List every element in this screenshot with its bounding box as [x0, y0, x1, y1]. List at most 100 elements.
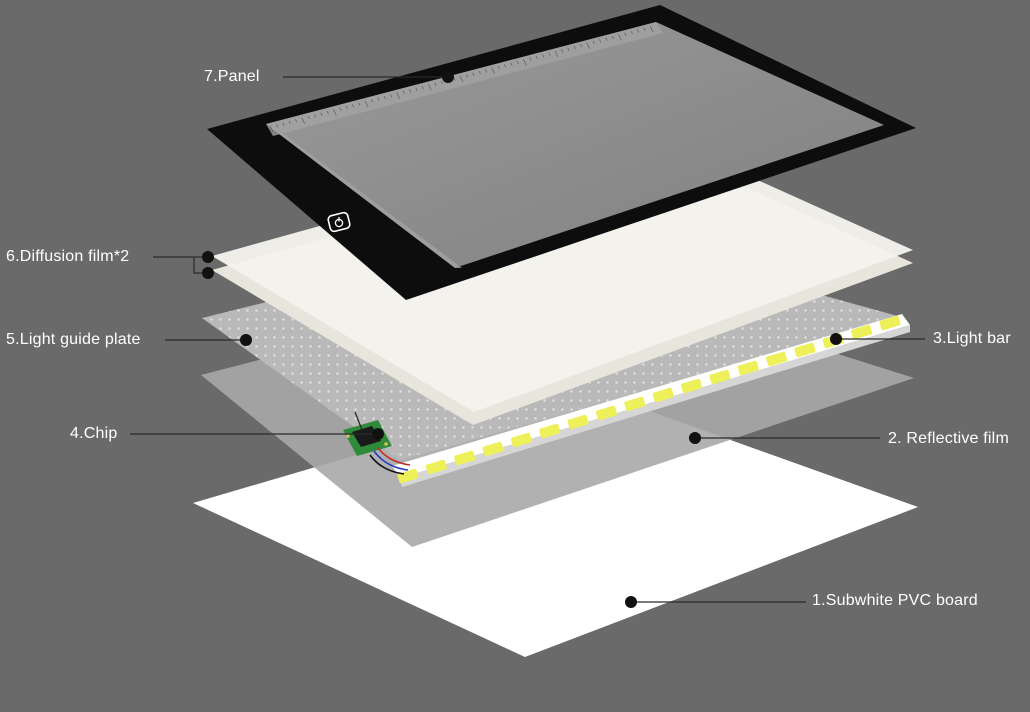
callout-dot-light-bar	[830, 333, 842, 345]
label-light-bar: 3.Light bar	[933, 330, 1011, 347]
ruler-tick	[580, 44, 583, 48]
ruler-tick	[586, 42, 590, 49]
ruler-tick	[491, 67, 495, 74]
ruler-tick	[288, 120, 291, 125]
led-12	[709, 369, 731, 385]
ruler-tick	[295, 119, 298, 123]
ruler-tick	[301, 117, 305, 124]
panel-window	[266, 22, 884, 268]
ruler-tick	[269, 125, 274, 133]
ruler-tick	[402, 90, 405, 95]
ruler-tick	[516, 60, 519, 65]
ruler-tick	[567, 47, 570, 51]
ruler-tick	[605, 37, 608, 41]
led-6	[539, 423, 561, 439]
led-5	[510, 432, 532, 448]
led-17	[851, 324, 873, 340]
callout-dot-chip	[372, 428, 384, 440]
ruler-tick	[535, 55, 538, 60]
callout-dot-reflective	[689, 432, 701, 444]
ruler-tick	[592, 40, 595, 45]
ruler-tick	[390, 94, 393, 98]
callout-dot-diffusion-1	[202, 251, 214, 263]
panel-ruler-top	[266, 22, 663, 136]
ruler-tick	[523, 59, 527, 66]
ruler-tick	[352, 104, 355, 108]
ruler-tick	[320, 112, 323, 116]
ruler-tick	[510, 62, 513, 66]
label-pvc-board: 1.Subwhite PVC board	[812, 592, 978, 609]
led-4	[482, 441, 504, 457]
led-1	[397, 468, 419, 484]
led-2	[425, 459, 447, 475]
ruler-tick	[485, 69, 488, 73]
leader-lines	[130, 76, 925, 603]
ruler-tick	[364, 100, 369, 108]
ruler-tick	[371, 99, 374, 103]
ruler-tick	[548, 52, 551, 56]
led-7	[567, 414, 589, 430]
ruler-tick	[542, 54, 545, 58]
power-icon[interactable]	[327, 211, 351, 233]
ruler-tick	[643, 27, 646, 31]
ruler-tick	[599, 39, 602, 43]
ruler-tick	[428, 84, 432, 91]
ruler-tick	[504, 64, 507, 68]
callout-dot-light-guide	[240, 334, 252, 346]
ruler-tick	[440, 80, 443, 85]
callout-dot-diffusion-2	[202, 267, 214, 279]
ruler-tick	[611, 35, 614, 40]
ruler-tick	[415, 87, 418, 91]
led-10	[652, 387, 674, 403]
led-14	[766, 351, 788, 367]
ruler-tick	[478, 70, 481, 75]
ruler-tick	[637, 29, 640, 33]
ruler-tick	[314, 114, 317, 118]
led-11	[681, 378, 703, 394]
ruler-tick	[630, 30, 633, 35]
panel-ruler-side	[266, 124, 462, 268]
label-chip: 4.Chip	[70, 425, 118, 442]
led-15	[794, 342, 816, 358]
ruler-tick	[358, 102, 361, 106]
led-3	[454, 450, 476, 466]
ruler-tick	[307, 115, 310, 120]
ruler-tick	[529, 57, 532, 61]
ruler-tick	[497, 65, 500, 70]
callout-dot-pvc	[625, 596, 637, 608]
ruler-tick	[459, 75, 464, 83]
callout-dot-panel	[442, 71, 454, 83]
ruler-tick	[561, 49, 564, 53]
ruler-tick	[466, 74, 469, 78]
ruler-tick	[377, 97, 380, 101]
label-light-guide-plate: 5.Light guide plate	[6, 331, 141, 348]
ruler-tick	[453, 77, 456, 81]
led-18	[879, 315, 901, 331]
ruler-tick	[396, 92, 400, 99]
label-reflective-film: 2. Reflective film	[888, 430, 1009, 447]
panel	[207, 5, 916, 300]
ruler-tick	[434, 82, 437, 86]
ruler-tick	[649, 25, 654, 33]
ruler-tick	[421, 85, 424, 90]
ruler-tick	[345, 105, 348, 110]
led-8	[595, 405, 617, 421]
light-bar	[392, 314, 910, 487]
ruler-tick	[554, 50, 559, 58]
ruler-tick	[383, 95, 386, 100]
label-diffusion-film: 6.Diffusion film*2	[6, 248, 130, 265]
ruler-tick	[409, 89, 412, 93]
ruler-tick	[472, 72, 475, 76]
led-9	[624, 396, 646, 412]
led-13	[737, 360, 759, 376]
ruler-tick	[573, 45, 576, 50]
ruler-tick	[339, 107, 342, 111]
ruler-tick	[333, 109, 337, 116]
ruler-tick	[276, 124, 279, 128]
ruler-tick	[618, 34, 622, 41]
label-panel: 7.Panel	[204, 68, 260, 85]
ruler-tick	[326, 110, 329, 115]
ruler-tick	[282, 122, 285, 126]
diffusion-film-upper	[212, 133, 913, 412]
